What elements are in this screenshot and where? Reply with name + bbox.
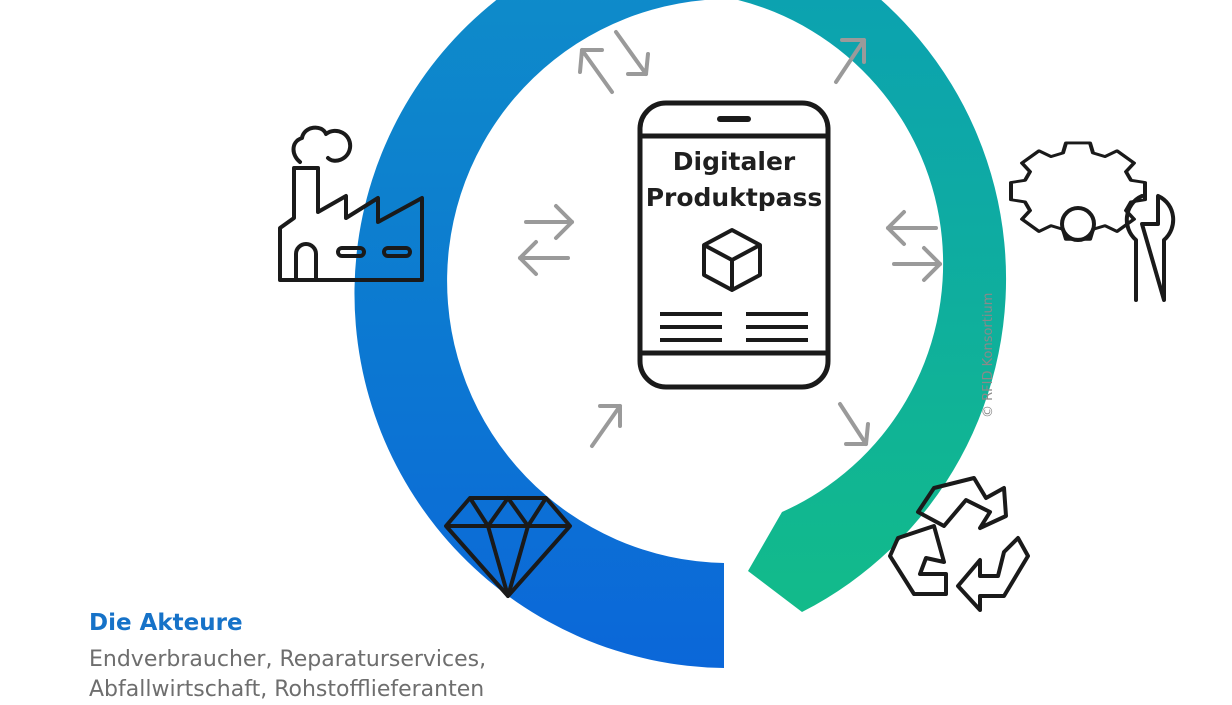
ring-left-segment (354, 0, 724, 668)
wrench-icon (1125, 194, 1175, 302)
arrow-up-left-icon (578, 48, 614, 94)
cube-icon (702, 228, 762, 292)
phone-text-lines (660, 312, 808, 342)
arrow-right-icon-right-side (892, 246, 942, 282)
legend-title: Die Akteure (89, 610, 243, 636)
legend-line-2: Abfallwirtschaft, Rohstofflieferanten (89, 677, 485, 702)
phone-title-line2: Produktpass (646, 183, 823, 212)
arrow-down-right-icon (614, 30, 650, 76)
legend-text: Endverbraucher, Reparaturservices, Abfal… (89, 645, 649, 705)
phone-device (637, 100, 831, 390)
gear-icon (1009, 141, 1147, 242)
arrow-left-icon (518, 240, 570, 276)
copyright-note: © RFID Konsortium (981, 293, 996, 418)
ring-right-segment (737, 0, 1007, 612)
arrow-up-right-icon-bottom (590, 404, 622, 448)
legend: Die Akteure Endverbraucher, Reparaturser… (89, 607, 649, 705)
arrow-right-icon (524, 204, 574, 240)
arrow-left-icon-right-side (886, 210, 938, 246)
recycle-icon (888, 476, 1030, 612)
arrow-down-right-icon-bottom (838, 402, 870, 446)
factory-icon (278, 125, 424, 282)
legend-line-1: Endverbraucher, Reparaturservices, (89, 647, 487, 672)
arrow-up-right-icon (834, 38, 866, 84)
diamond-icon (444, 496, 572, 598)
phone-title-line1: Digitaler (673, 147, 796, 176)
